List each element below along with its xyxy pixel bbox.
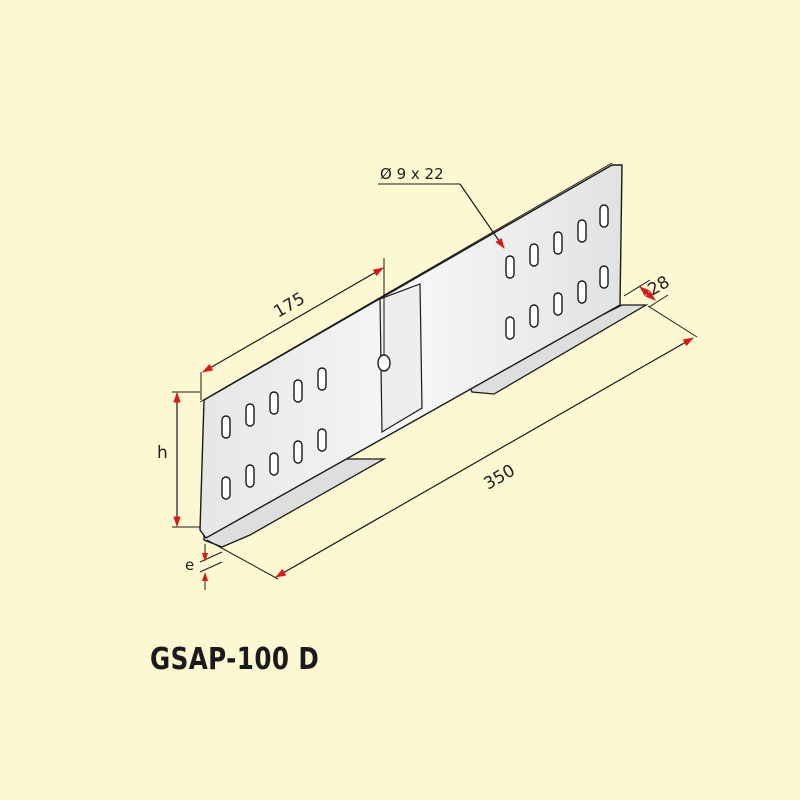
dimension-175-label: 175	[271, 289, 309, 323]
hole-spec-label: Ø 9 x 22	[380, 165, 444, 183]
dimension-h	[172, 391, 200, 528]
dimension-e	[199, 544, 223, 590]
dimension-e-label: e	[185, 556, 194, 574]
center-hole	[377, 354, 391, 372]
dimension-350-label: 350	[481, 461, 519, 495]
dimension-350	[206, 305, 698, 580]
dimension-28	[623, 279, 669, 308]
dimension-28-label: 28	[645, 272, 674, 300]
hole-leader	[378, 183, 505, 249]
dimension-h-label: h	[157, 443, 168, 463]
right-slots	[505, 204, 609, 340]
product-code: GSAP-100 D	[150, 642, 320, 677]
